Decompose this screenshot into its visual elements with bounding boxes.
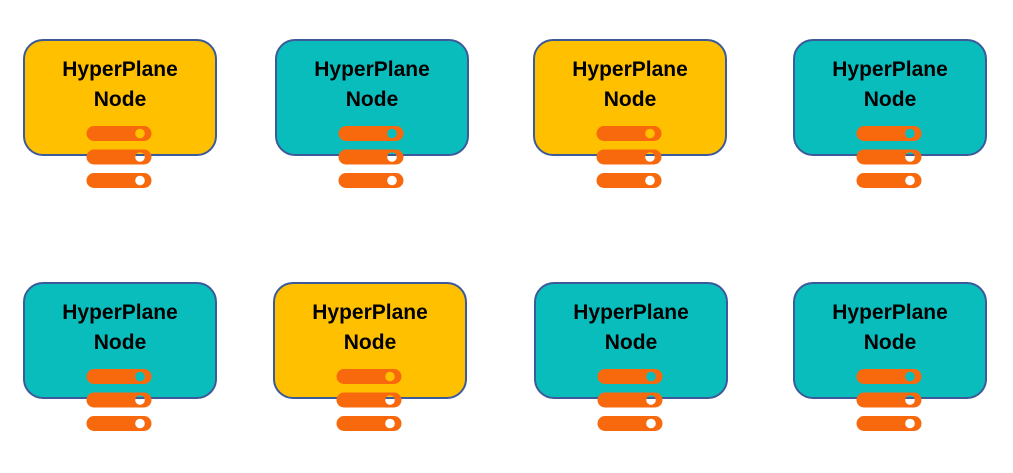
server-bar — [338, 173, 404, 188]
server-bar — [86, 392, 152, 408]
hyperplane-node: HyperPlane Node — [533, 39, 727, 188]
server-bar — [856, 126, 922, 141]
server-stack-icon — [86, 369, 152, 431]
node-box: HyperPlane Node — [275, 39, 469, 156]
server-bar — [856, 369, 922, 384]
server-stack-icon — [856, 126, 922, 188]
server-bar — [336, 369, 402, 384]
server-bar — [86, 149, 152, 165]
server-bar — [597, 416, 663, 431]
server-bar — [86, 369, 152, 384]
node-label: HyperPlane Node — [832, 58, 948, 111]
server-bar — [856, 173, 922, 188]
node-label: HyperPlane Node — [314, 58, 430, 111]
server-bar — [596, 149, 662, 165]
server-stack-icon — [856, 369, 922, 431]
node-label: HyperPlane Node — [573, 301, 689, 354]
node-label: HyperPlane Node — [62, 58, 178, 111]
hyperplane-node: HyperPlane Node — [534, 282, 728, 431]
server-bar — [596, 173, 662, 188]
server-bar — [86, 126, 152, 141]
server-bar — [856, 392, 922, 408]
hyperplane-node: HyperPlane Node — [793, 39, 987, 188]
hyperplane-node: HyperPlane Node — [23, 39, 217, 188]
hyperplane-node: HyperPlane Node — [23, 282, 217, 431]
hyperplane-node: HyperPlane Node — [275, 39, 469, 188]
server-stack-icon — [86, 126, 152, 188]
server-bar — [86, 416, 152, 431]
server-bar — [336, 392, 402, 408]
hyperplane-node: HyperPlane Node — [793, 282, 987, 431]
server-bar — [86, 173, 152, 188]
server-bar — [856, 149, 922, 165]
server-stack-icon — [336, 369, 402, 431]
server-bar — [336, 416, 402, 431]
server-bar — [338, 149, 404, 165]
server-bar — [597, 392, 663, 408]
node-label: HyperPlane Node — [62, 301, 178, 354]
node-label: HyperPlane Node — [832, 301, 948, 354]
server-bar — [596, 126, 662, 141]
node-label: HyperPlane Node — [312, 301, 428, 354]
node-box: HyperPlane Node — [533, 39, 727, 156]
hyperplane-node: HyperPlane Node — [273, 282, 467, 431]
server-stack-icon — [596, 126, 662, 188]
server-bar — [856, 416, 922, 431]
server-bar — [597, 369, 663, 384]
server-stack-icon — [597, 369, 663, 431]
server-stack-icon — [338, 126, 404, 188]
node-label: HyperPlane Node — [572, 58, 688, 111]
server-bar — [338, 126, 404, 141]
